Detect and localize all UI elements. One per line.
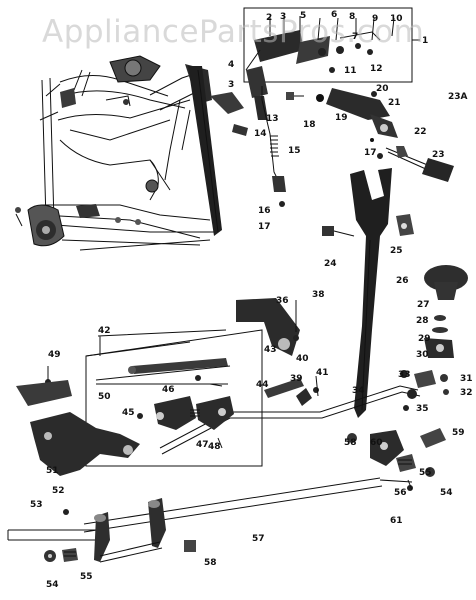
- callout-44: 44: [256, 380, 269, 390]
- callout-15: 15: [288, 146, 301, 156]
- callout-34: 34: [352, 386, 365, 396]
- callout-leader-lines: [97, 49, 263, 356]
- callout-59: 59: [452, 428, 465, 438]
- callout-60: 60: [370, 438, 383, 448]
- callout-3b: 3: [228, 80, 235, 90]
- callout-20: 20: [376, 84, 389, 94]
- lift-bar-assembly: [188, 66, 248, 236]
- callout-2: 2: [266, 13, 273, 23]
- callout-51: 51: [46, 466, 59, 476]
- callout-53: 53: [30, 500, 43, 510]
- callout-58a: 58: [344, 438, 357, 448]
- callout-19: 19: [335, 113, 348, 123]
- clutch-parts-box: [85, 329, 263, 467]
- callout-54a: 54: [46, 580, 59, 590]
- bottom-shaft-parts: [7, 428, 446, 563]
- callout-22: 22: [414, 127, 427, 137]
- callout-55b: 55: [419, 468, 432, 478]
- callout-1: 1: [422, 36, 429, 46]
- callout-47: 47: [196, 440, 209, 450]
- callout-40: 40: [296, 354, 309, 364]
- bell-crank-parts: [236, 298, 319, 406]
- spring-and-rod: [246, 66, 324, 207]
- callout-11: 11: [344, 66, 357, 76]
- callout-17b: 17: [364, 148, 377, 158]
- callout-23a: 23A: [448, 92, 468, 102]
- callout-58b: 58: [204, 558, 217, 568]
- callout-24: 24: [324, 259, 337, 269]
- callout-32: 32: [460, 388, 473, 398]
- presser-foot-parts-box: [243, 7, 420, 83]
- knob-assembly: [400, 265, 468, 411]
- callout-26: 26: [396, 276, 409, 286]
- callout-28: 28: [416, 316, 429, 326]
- handle-lever-26: [322, 168, 414, 418]
- callout-39: 39: [290, 374, 303, 384]
- callout-4: 4: [228, 60, 235, 70]
- callout-18: 18: [303, 120, 316, 130]
- callout-48: 48: [208, 442, 221, 452]
- callout-12: 12: [370, 64, 383, 74]
- callout-33: 33: [398, 370, 411, 380]
- callout-31: 31: [460, 374, 473, 384]
- thread-lever-parts: [326, 88, 454, 182]
- callout-46: 46: [162, 385, 175, 395]
- callout-61: 61: [390, 516, 403, 526]
- callout-9: 9: [372, 14, 379, 24]
- callout-41: 41: [316, 368, 329, 378]
- callout-14: 14: [254, 129, 267, 139]
- callout-13: 13: [266, 114, 279, 124]
- callout-3: 3: [280, 12, 287, 22]
- machine-head-assembly: [15, 55, 215, 251]
- callout-35: 35: [416, 404, 429, 414]
- callout-45: 45: [122, 408, 135, 418]
- callout-50: 50: [98, 392, 111, 402]
- callout-7: 7: [352, 32, 359, 42]
- callout-42: 42: [98, 326, 111, 336]
- callout-29: 29: [418, 334, 431, 344]
- callout-5: 5: [300, 11, 307, 21]
- callout-56: 56: [394, 488, 407, 498]
- callout-43: 43: [264, 345, 277, 355]
- callout-38: 38: [312, 290, 325, 300]
- callout-57: 57: [252, 534, 265, 544]
- callout-25: 25: [390, 246, 403, 256]
- callout-21: 21: [388, 98, 401, 108]
- callout-17a: 17: [258, 222, 271, 232]
- callout-16: 16: [258, 206, 271, 216]
- left-bracket-parts: [16, 366, 140, 476]
- callout-10: 10: [390, 14, 403, 24]
- callout-23: 23: [432, 150, 445, 160]
- callout-30: 30: [416, 350, 429, 360]
- callout-49: 49: [48, 350, 61, 360]
- callout-27: 27: [417, 300, 430, 310]
- callout-8: 8: [349, 12, 356, 22]
- callout-6: 6: [331, 10, 338, 20]
- callout-54b: 54: [440, 488, 453, 498]
- callout-52: 52: [52, 486, 65, 496]
- callout-55a: 55: [80, 572, 93, 582]
- callout-36: 36: [276, 296, 289, 306]
